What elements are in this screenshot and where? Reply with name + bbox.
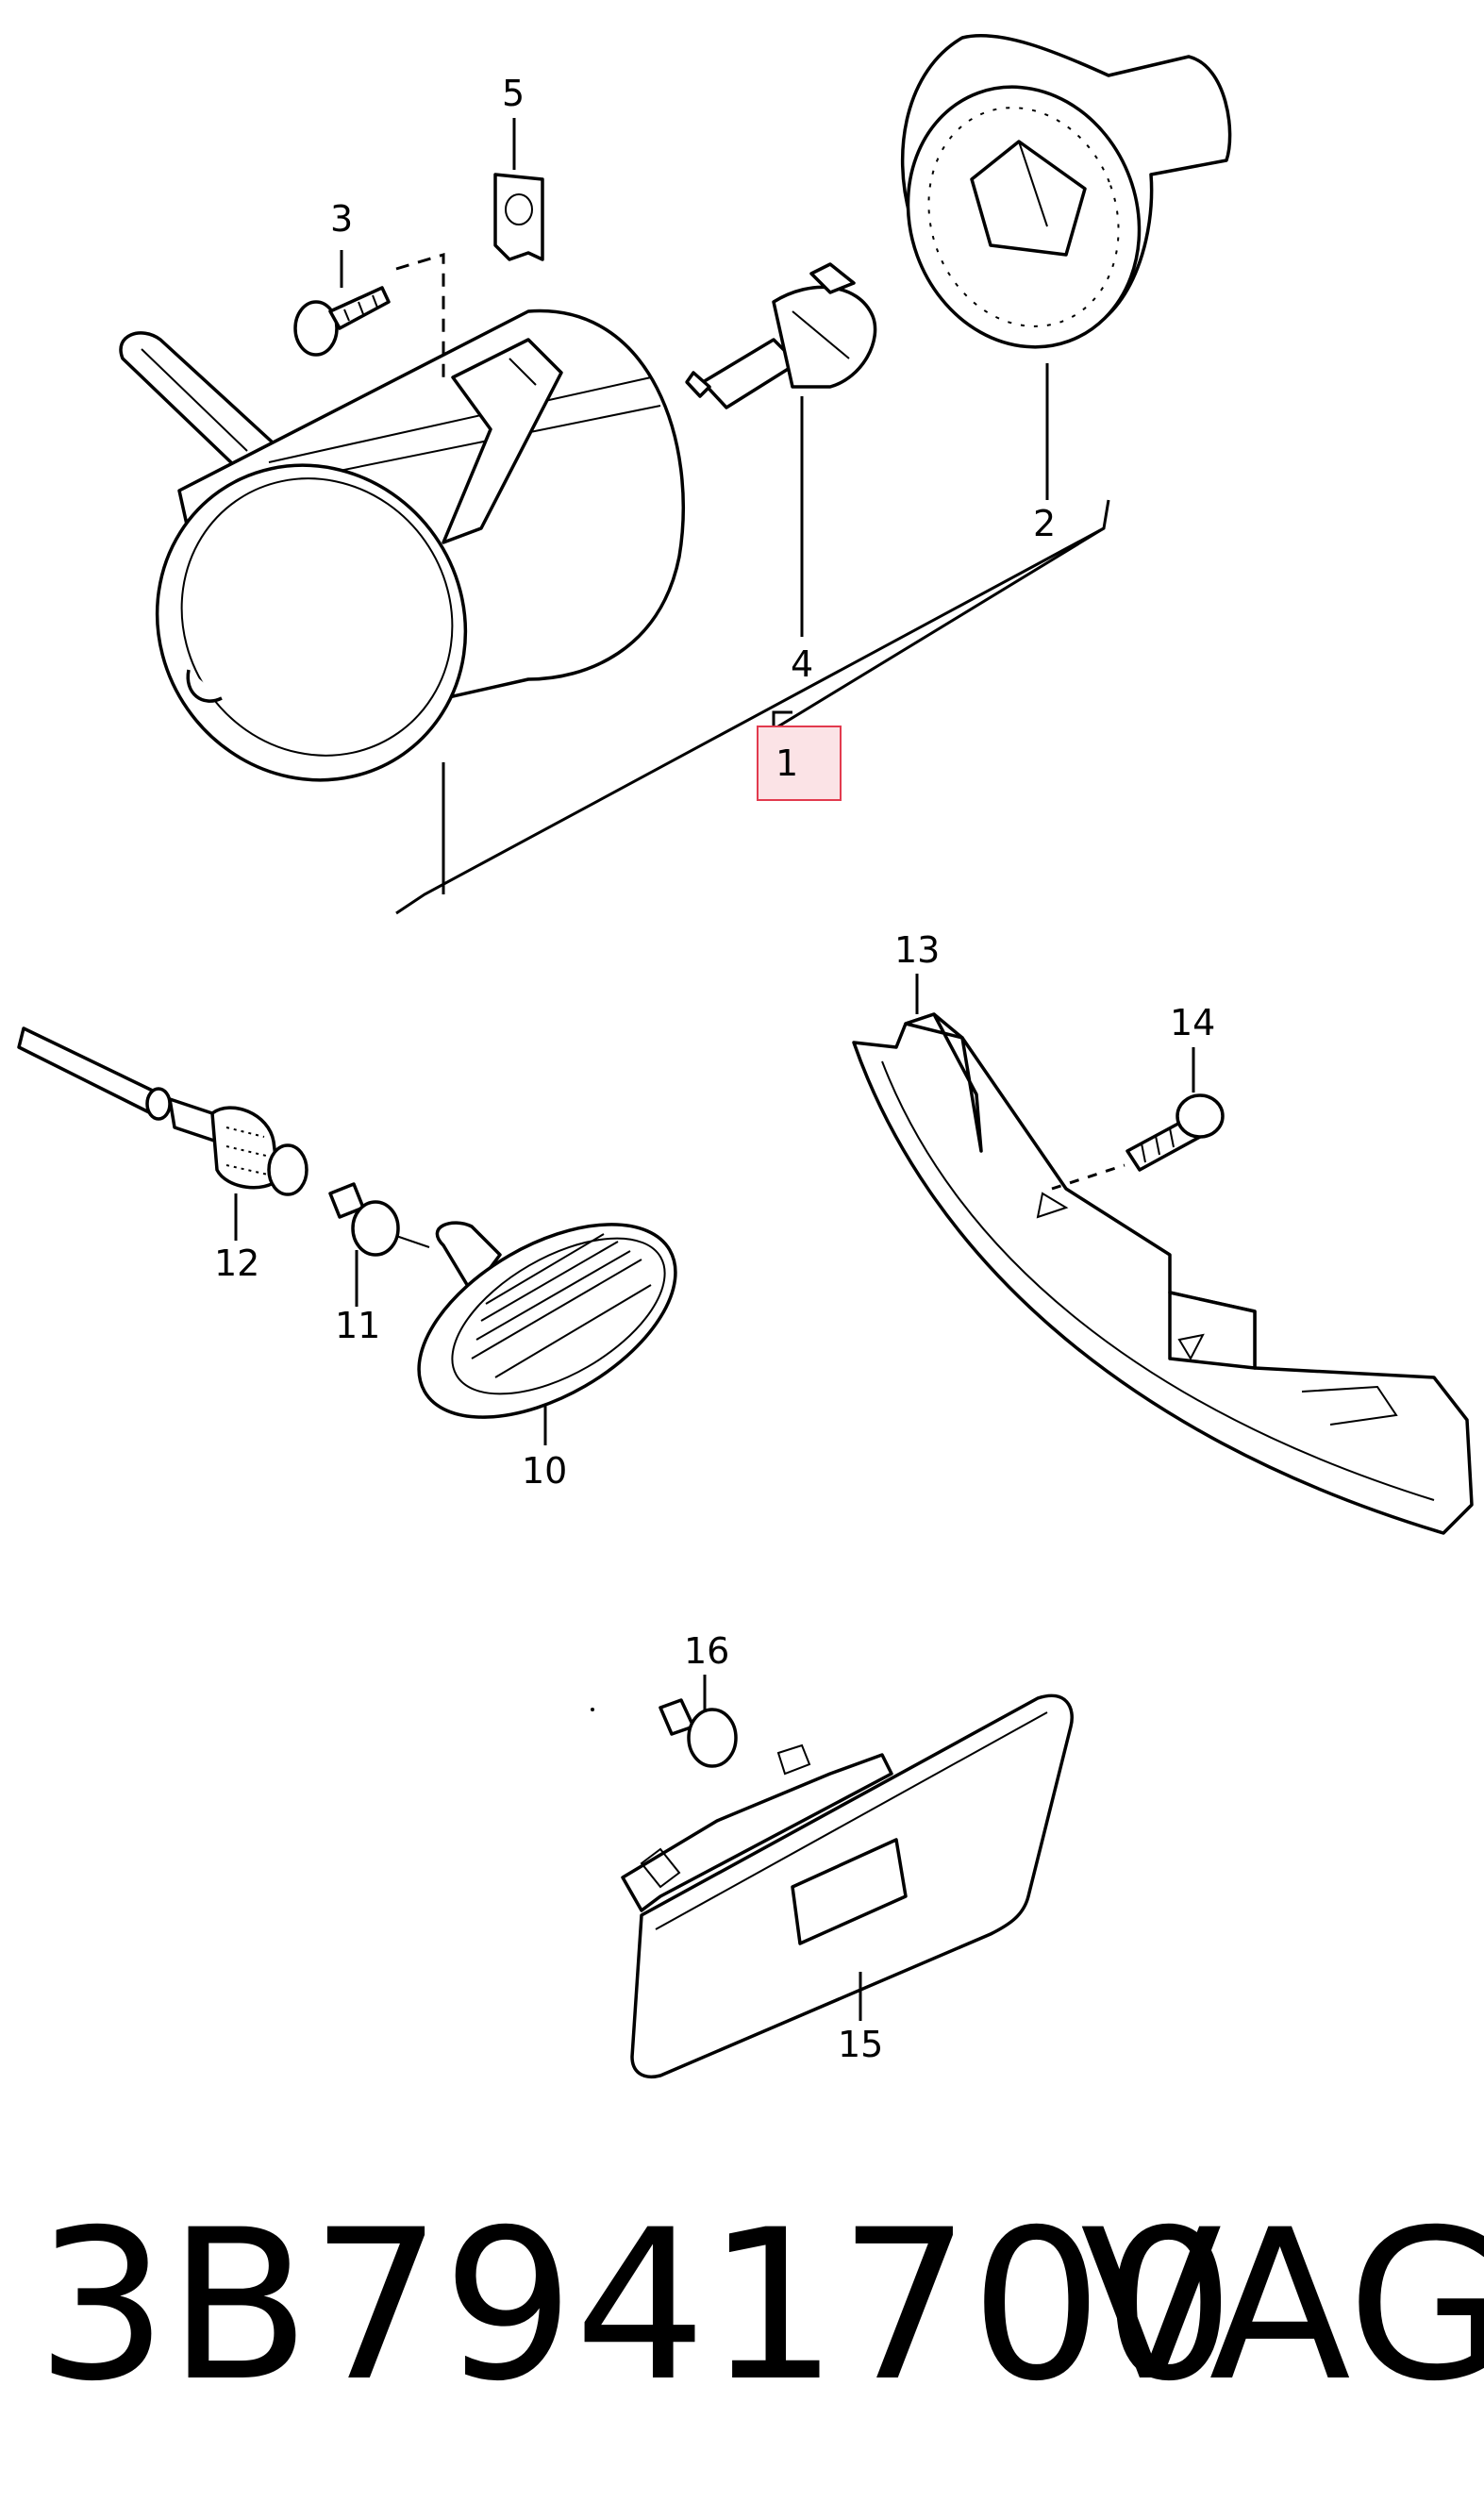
leader-3-dash — [395, 252, 445, 382]
callout-14: 14 — [1170, 1002, 1215, 1043]
callout-4: 4 — [791, 643, 813, 685]
bulb-part-11 — [328, 1182, 430, 1257]
gasket-ring — [900, 33, 1232, 349]
fog-lamp-assembly — [119, 309, 686, 782]
callout-12: 12 — [214, 1243, 259, 1284]
screw-part-3 — [293, 286, 391, 357]
bulb-part-4 — [685, 262, 877, 409]
callout-15: 15 — [838, 2024, 883, 2065]
brand-name: VAG — [1080, 2185, 1484, 2427]
part-number: 3B7941700 — [36, 2185, 1235, 2427]
socket-harness-part-12 — [17, 1026, 308, 1196]
callout-5: 5 — [502, 73, 525, 114]
callout-16: 16 — [684, 1630, 729, 1672]
callout-3: 3 — [330, 198, 353, 240]
callout-2: 2 — [1033, 503, 1056, 544]
callout-11: 11 — [335, 1305, 380, 1346]
leader-14-dash — [1051, 1163, 1126, 1191]
mirror-turn-signal — [852, 1012, 1474, 1535]
highlight-box-item-1 — [757, 726, 842, 801]
clip-nut-part-5 — [493, 173, 544, 261]
side-marker-lamp — [417, 1221, 677, 1419]
stray-dot — [591, 1708, 594, 1711]
callout-1: 1 — [775, 742, 798, 784]
side-indicator-lamp — [621, 1693, 1074, 2078]
bulb-part-16 — [659, 1698, 738, 1768]
callout-10: 10 — [522, 1450, 567, 1492]
bolt-part-14 — [1126, 1093, 1225, 1172]
callout-13: 13 — [894, 929, 940, 971]
assembly-leader-lines — [395, 499, 1110, 915]
